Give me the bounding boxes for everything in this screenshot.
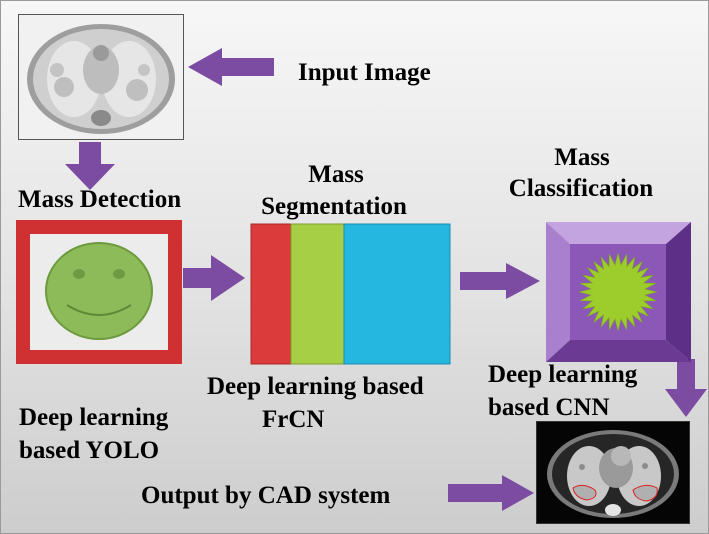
- arrow-segmentation-to-classification: [460, 263, 540, 299]
- starburst-icon: [578, 252, 658, 332]
- output-label: Output by CAD system: [141, 482, 391, 509]
- mass-segmentation-label-line2: Segmentation: [261, 193, 407, 220]
- arrow-detection-to-segmentation: [183, 255, 245, 301]
- frcn-label-line2: FrCN: [262, 406, 325, 433]
- arrow-down-to-detection: [65, 142, 115, 190]
- mass-segmentation-label-line1: Mass: [308, 161, 364, 188]
- segmentation-blocks: [250, 223, 451, 365]
- yolo-label-line1: Deep learning: [19, 404, 169, 431]
- input-image-label: Input Image: [298, 59, 431, 86]
- arrow-to-output-image: [448, 475, 534, 511]
- arrow-down-to-output: [665, 359, 707, 417]
- mass-detection-label: Mass Detection: [18, 186, 182, 213]
- cnn-label-line1: Deep learning: [488, 361, 638, 388]
- frcn-label-line1: Deep learning based: [207, 373, 424, 400]
- yolo-label-line2: based YOLO: [19, 437, 160, 464]
- mass-classification-label-line1: Mass: [554, 144, 610, 171]
- output-ct-image: [536, 421, 690, 524]
- arrow-to-input-image: [188, 48, 274, 86]
- mass-classification-label-line2: Classification: [508, 175, 654, 202]
- smiley-face-icon: [45, 242, 153, 340]
- cnn-label-line2: based CNN: [488, 394, 610, 421]
- input-ct-image: [18, 14, 184, 140]
